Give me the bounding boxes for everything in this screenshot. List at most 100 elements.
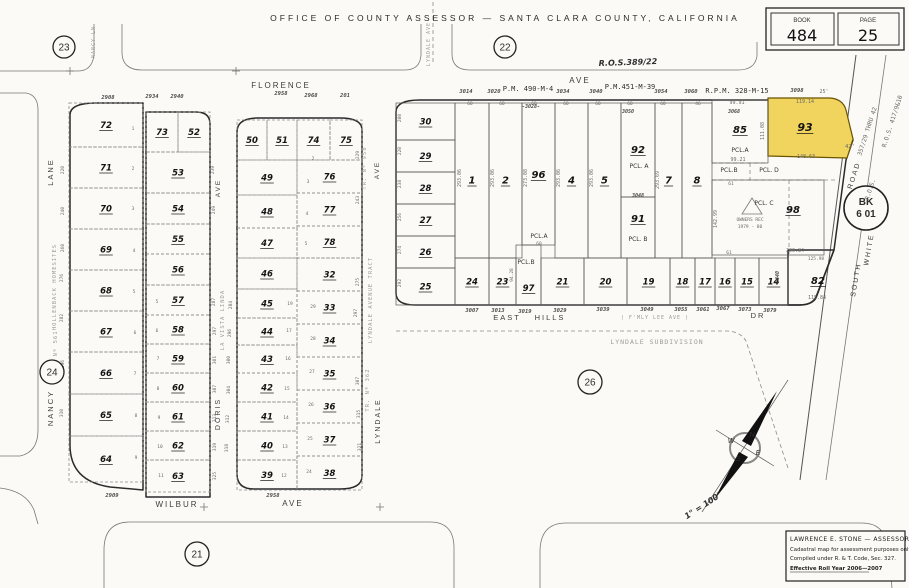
address: 2968 bbox=[303, 93, 318, 99]
lot-number-77: 77 bbox=[324, 206, 336, 216]
lot-number-68: 68 bbox=[100, 287, 112, 297]
dimension: 94.28 bbox=[509, 268, 515, 282]
address: 2934 bbox=[144, 94, 159, 100]
sub-lot-number: 5 bbox=[156, 299, 159, 305]
dimension: 60 bbox=[467, 101, 473, 107]
lot-number-64: 64 bbox=[100, 455, 112, 465]
street-east-hills-note: ( F'MLY LEE AVE ) bbox=[621, 315, 689, 321]
address: 3020 bbox=[486, 89, 501, 95]
lot-number-73: 73 bbox=[156, 128, 168, 138]
lot-number-70: 70 bbox=[100, 205, 112, 215]
parcel-label: PCL. D bbox=[759, 167, 779, 174]
lot-14[interactable] bbox=[758, 257, 789, 306]
tract-ref: LYNDALE SUBDIVISION bbox=[610, 338, 703, 346]
address: 3049 bbox=[639, 307, 654, 313]
dimension: 293.06 bbox=[490, 169, 496, 187]
edge-number: 296 bbox=[227, 329, 233, 337]
lot-41[interactable] bbox=[236, 401, 298, 432]
lot-75[interactable] bbox=[329, 119, 363, 161]
dimension: 60 bbox=[595, 101, 601, 107]
lot-42[interactable] bbox=[236, 372, 298, 403]
page-value: 25 bbox=[858, 26, 878, 45]
edge-number: 287 bbox=[211, 298, 217, 306]
street-wilbur-ave: AVE bbox=[282, 499, 303, 508]
lot-64[interactable] bbox=[68, 435, 144, 483]
lot-number-55: 55 bbox=[172, 235, 184, 245]
parcel-label: PCL. C bbox=[754, 200, 773, 207]
edge-number: 292 bbox=[397, 279, 403, 287]
sub-lot-number: 9 bbox=[158, 415, 161, 421]
north-arrow-compass: N W S E 1" = 100' bbox=[683, 379, 789, 521]
dimension: 60 bbox=[536, 241, 542, 247]
lot-number-58: 58 bbox=[172, 326, 184, 336]
lot-number-36: 36 bbox=[324, 403, 336, 413]
edge-number: 240 bbox=[60, 207, 66, 215]
survey-ref: R.P.M. 328-M-15 bbox=[705, 87, 768, 95]
street-wilbur: WILBUR bbox=[155, 500, 198, 509]
address: 2908 bbox=[100, 95, 115, 101]
dimension: 148.63 bbox=[797, 154, 815, 160]
page-ref-21[interactable] bbox=[184, 541, 210, 567]
lot-39[interactable] bbox=[236, 459, 298, 491]
lot-number-45: 45 bbox=[260, 300, 273, 310]
lot-97[interactable] bbox=[515, 244, 542, 306]
page-ref-24[interactable] bbox=[39, 359, 65, 385]
address: 2958 bbox=[273, 91, 288, 97]
parcel-82-outline bbox=[787, 249, 835, 306]
lot-85[interactable] bbox=[711, 99, 769, 164]
lot-number-96: 96 bbox=[532, 170, 546, 181]
page-ref-23[interactable] bbox=[52, 35, 76, 59]
page-ref-22[interactable] bbox=[493, 35, 517, 59]
lot-number-47: 47 bbox=[260, 239, 273, 249]
lot-number-7: 7 bbox=[665, 176, 672, 187]
lot-number-8: 8 bbox=[694, 176, 701, 187]
dimension: 61 bbox=[728, 181, 734, 187]
edge-number: 321 bbox=[357, 443, 363, 451]
dimension: 46 bbox=[695, 101, 701, 107]
lot-45[interactable] bbox=[236, 288, 298, 319]
lot-number-32: 32 bbox=[324, 271, 336, 281]
sub-lot-number: 24 bbox=[306, 469, 312, 475]
sub-lot-number: 13 bbox=[282, 444, 288, 450]
assessor-name: LAWRENCE E. STONE — ASSESSOR bbox=[790, 536, 909, 543]
street-doris: DORIS bbox=[215, 398, 222, 430]
highlighted-parcel-93[interactable] bbox=[767, 97, 854, 159]
lot-98[interactable] bbox=[711, 179, 825, 256]
lot-number-78: 78 bbox=[324, 238, 336, 248]
lot-number-61: 61 bbox=[172, 413, 184, 423]
edge-number: 301 bbox=[212, 356, 218, 364]
sub-lot-number: 8 bbox=[157, 386, 160, 392]
note: 1979 - 80 bbox=[738, 224, 763, 230]
edge-number: 297 bbox=[353, 309, 359, 317]
address: 2940 bbox=[169, 94, 184, 100]
address: 201 bbox=[339, 93, 350, 99]
bk-601-badge: BK 6 01 bbox=[843, 185, 889, 231]
lot-78[interactable] bbox=[296, 225, 363, 259]
edge-number: 304 bbox=[226, 386, 232, 394]
lot-38[interactable] bbox=[296, 455, 363, 491]
address: 3073 bbox=[737, 307, 752, 313]
address: 3054 bbox=[653, 89, 668, 95]
lot-number-52: 52 bbox=[188, 128, 200, 138]
assessor-credit-box: LAWRENCE E. STONE — ASSESSOR Cadastral m… bbox=[785, 530, 909, 582]
lot-74[interactable] bbox=[296, 119, 331, 161]
address: 8440 bbox=[775, 271, 781, 283]
lot-91[interactable] bbox=[620, 196, 656, 259]
parcel-label: PCL. A bbox=[629, 163, 649, 170]
address: 3019 bbox=[517, 309, 532, 315]
edge-number: 307 bbox=[355, 377, 361, 385]
sub-lot-number: 12 bbox=[281, 473, 287, 479]
street-florence: FLORENCE bbox=[251, 81, 311, 90]
tract-ref: LA VISTA LINDA bbox=[220, 290, 226, 350]
parcel-label: PCL. B bbox=[628, 236, 647, 243]
edge-number: 260 bbox=[60, 244, 66, 252]
lot-40[interactable] bbox=[236, 430, 298, 461]
lot-number-14: 14 bbox=[768, 278, 780, 288]
page-ref-26[interactable] bbox=[577, 369, 603, 395]
edge-number: 282 bbox=[59, 314, 65, 322]
dimension: 125.98 bbox=[808, 256, 825, 262]
lot-number-85: 85 bbox=[733, 125, 747, 136]
lot-63[interactable] bbox=[145, 459, 211, 493]
